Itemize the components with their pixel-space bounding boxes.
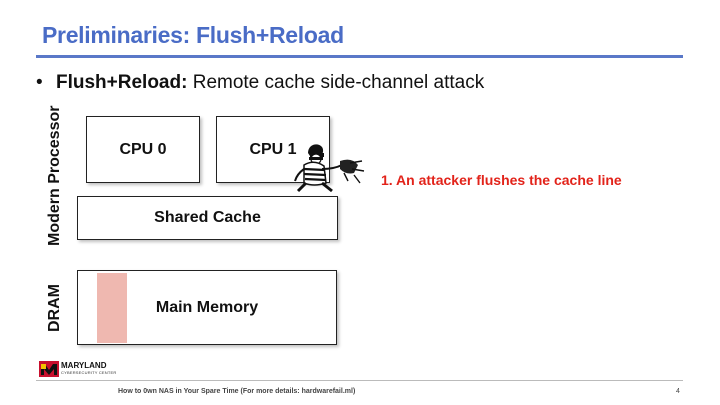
- cache-line-highlight: [97, 273, 127, 343]
- logo-subtitle: CYBERSECURITY CENTER: [61, 370, 117, 375]
- title-rule: [36, 55, 683, 58]
- slide-title: Preliminaries: Flush+Reload: [42, 22, 344, 48]
- cpu0-box: CPU 0: [86, 116, 200, 183]
- bullet-bold: Flush+Reload:: [56, 72, 188, 93]
- bullet-marker: •: [36, 72, 43, 93]
- maryland-logo: MARYLAND CYBERSECURITY CENTER: [39, 361, 117, 377]
- attack-step-annotation: 1. An attacker flushes the cache line: [381, 172, 622, 188]
- page-number: 4: [676, 388, 680, 395]
- masked-burglar-icon: [292, 139, 372, 200]
- label-dram: DRAM: [46, 284, 63, 332]
- footer-rule: [36, 380, 683, 381]
- bullet-text: Remote cache side-channel attack: [187, 72, 485, 93]
- footer-text: How to 0wn NAS in Your Spare Time (For m…: [118, 388, 356, 395]
- shared-cache-box: Shared Cache: [77, 196, 338, 240]
- logo-name: MARYLAND: [61, 361, 107, 370]
- maryland-flag-icon: [39, 361, 59, 377]
- label-modern-processor: Modern Processor: [46, 105, 63, 246]
- bullet-point: • Flush+Reload: Remote cache side-channel…: [36, 72, 484, 94]
